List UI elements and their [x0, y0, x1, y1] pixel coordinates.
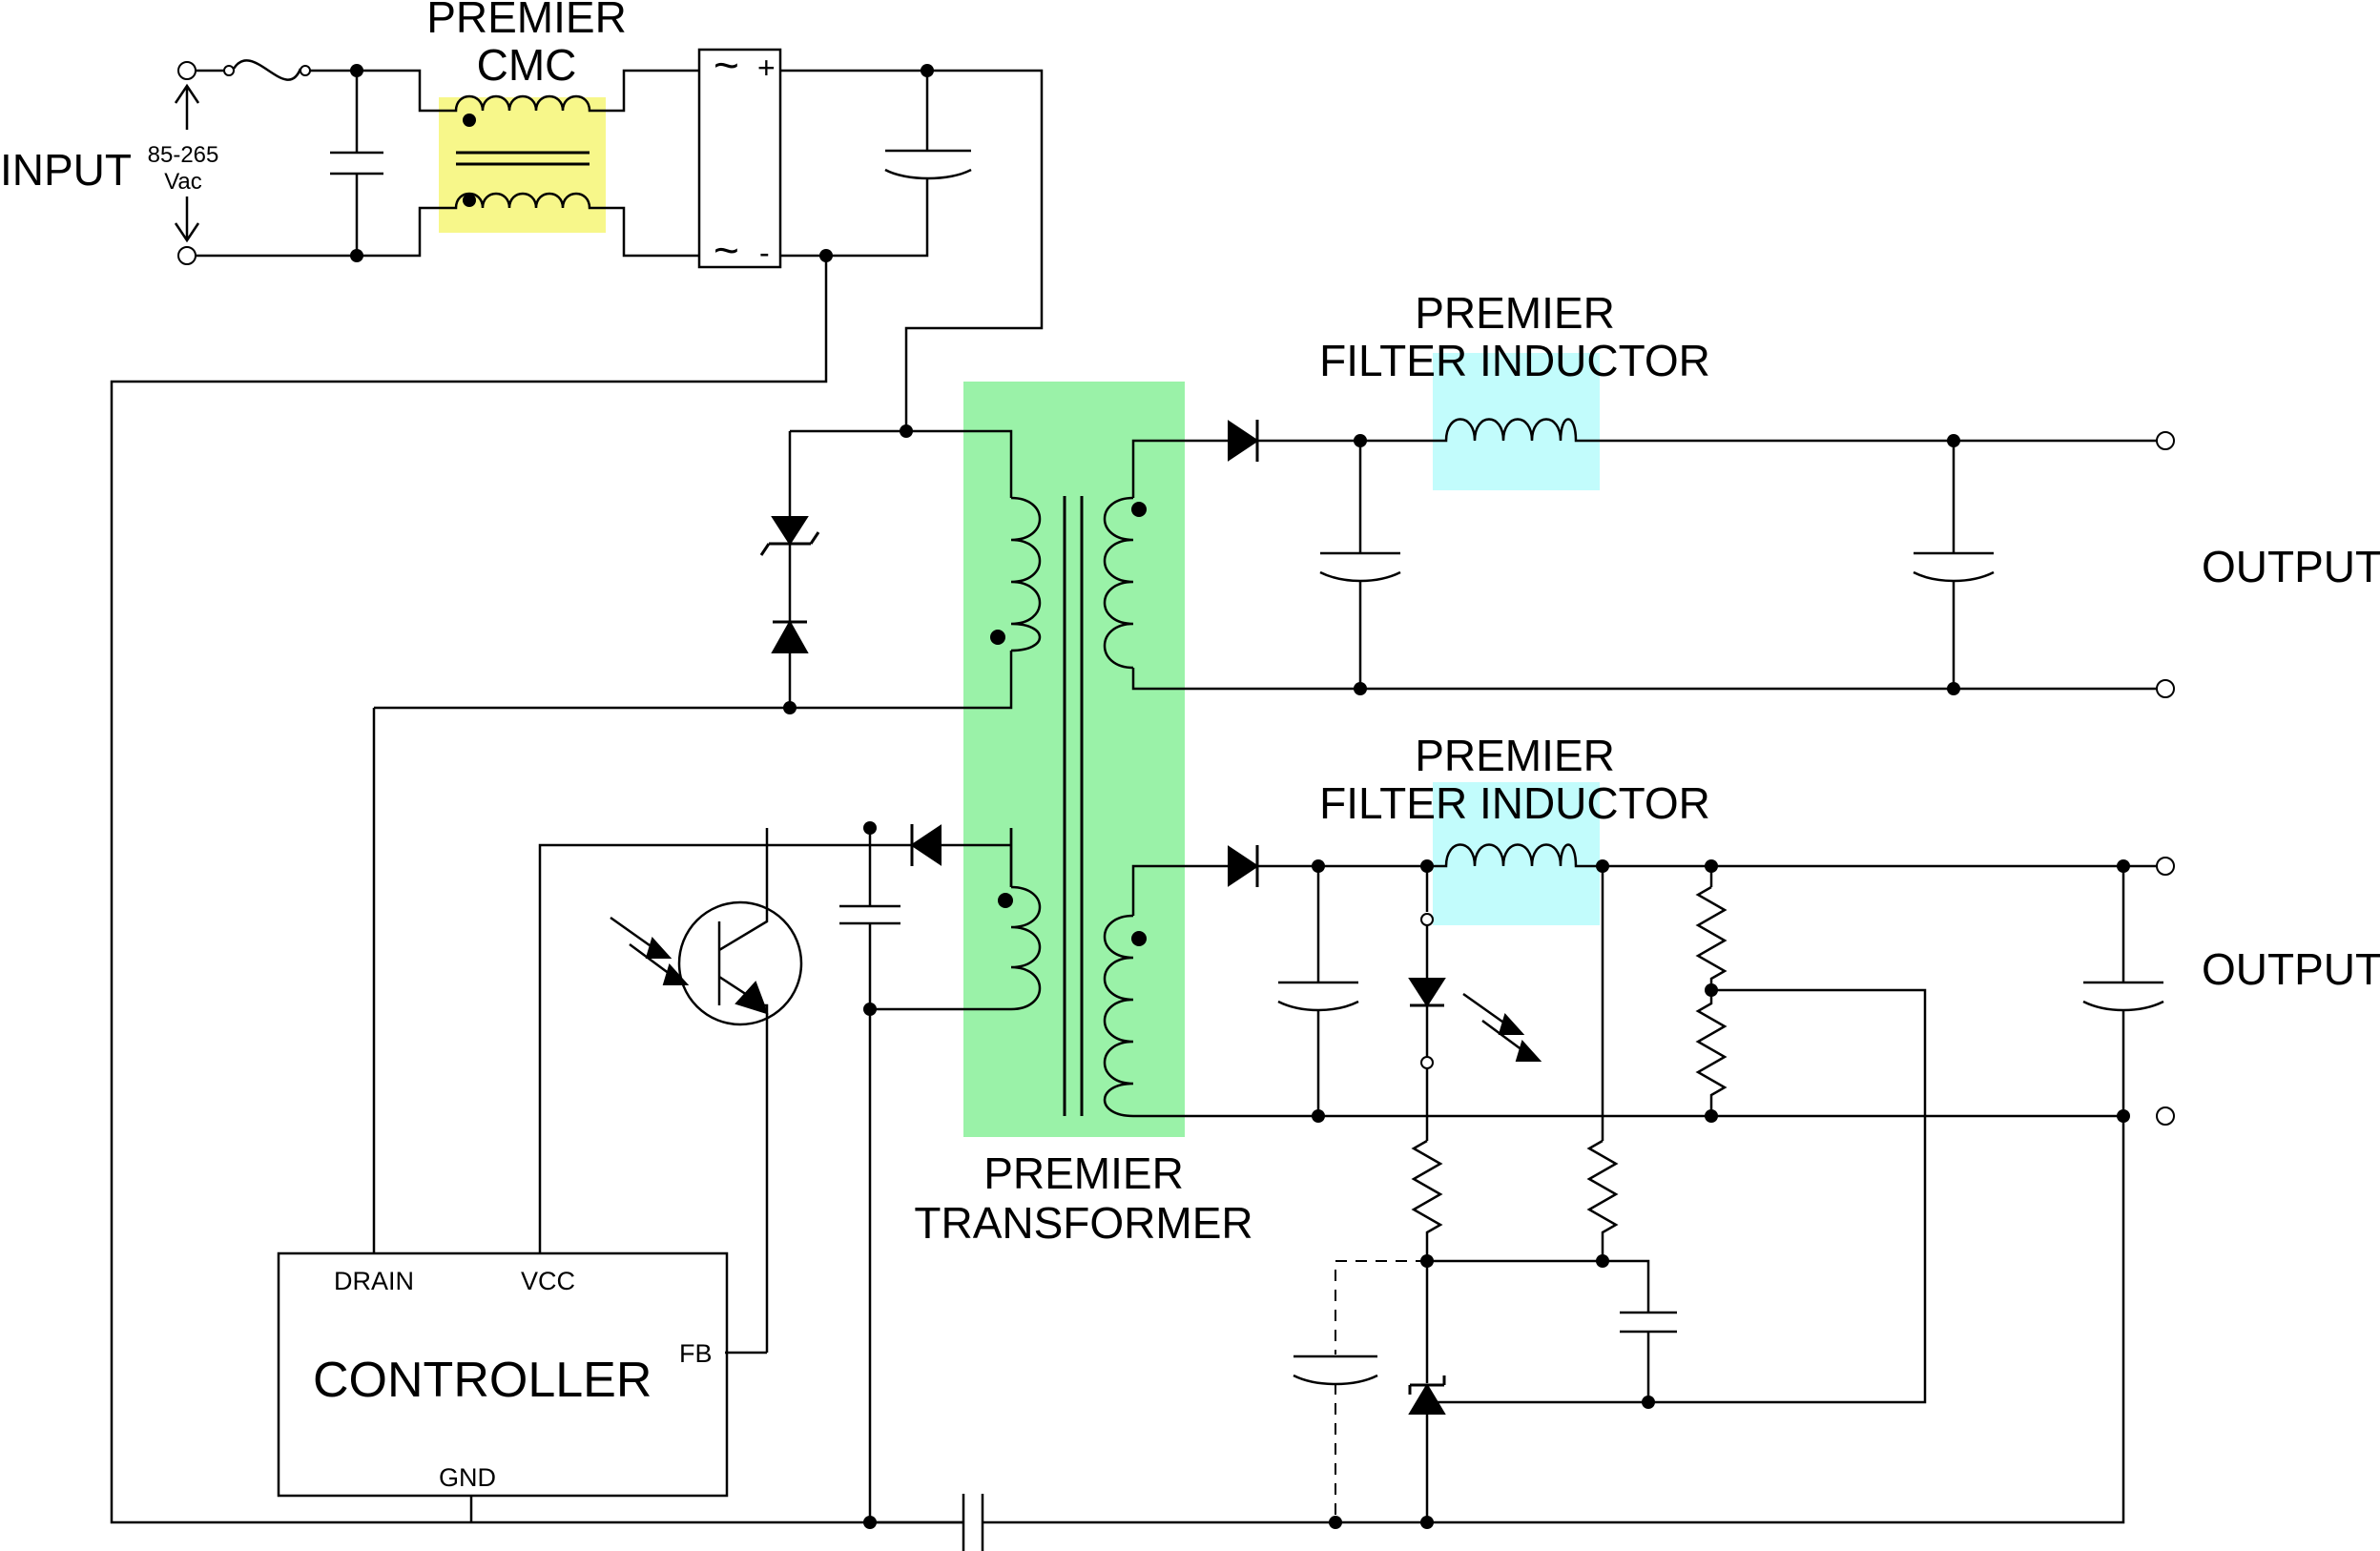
input-section — [110, 48, 1044, 1524]
cmc-label-line2: CMC — [477, 40, 577, 90]
bridge-rectifier — [697, 48, 782, 269]
input-terminal-top — [177, 61, 197, 80]
filter-2-label-line2: FILTER INDUCTOR — [1319, 778, 1710, 828]
controller-block — [277, 1251, 729, 1522]
primary-clamp — [372, 424, 1013, 1253]
filter-inductor-2-highlight — [1433, 782, 1600, 925]
controller-pin-gnd: GND — [439, 1463, 496, 1492]
bridge-minus: - — [759, 236, 770, 270]
filter-2-label-line1: PREMIER — [1415, 731, 1615, 780]
transformer-label-line2: TRANSFORMER — [914, 1198, 1252, 1248]
bridge-plus: + — [757, 51, 776, 85]
filter-1-label-line1: PREMIER — [1415, 288, 1615, 338]
output-1-label: OUTPUT — [2202, 542, 2380, 591]
input-voltage-line1: 85-265 — [148, 142, 219, 168]
optocoupler-transistor — [677, 900, 803, 1026]
controller-pin-fb: FB — [679, 1339, 713, 1368]
bridge-ac-bottom: ~ — [714, 225, 739, 275]
controller-title: CONTROLLER — [313, 1353, 652, 1408]
bridge-ac-top: ~ — [714, 40, 739, 90]
output-1 — [1228, 418, 2175, 698]
controller-pin-vcc: VCC — [521, 1267, 575, 1295]
input-voltage-line2: Vac — [164, 169, 202, 195]
filter-1-label-line2: FILTER INDUCTOR — [1319, 336, 1710, 385]
common-mode-choke — [448, 69, 668, 258]
transformer-highlight — [963, 382, 1185, 1137]
input-label: INPUT — [0, 145, 132, 195]
controller-pin-drain: DRAIN — [334, 1267, 414, 1295]
input-terminal-bottom — [177, 246, 197, 265]
output-2 — [1228, 843, 2175, 1529]
aux-supply — [538, 821, 1564, 1551]
transformer-label-line1: PREMIER — [983, 1148, 1184, 1198]
output-2-label: OUTPUT — [2202, 944, 2380, 994]
cmc-label-line1: PREMIER — [426, 0, 627, 42]
